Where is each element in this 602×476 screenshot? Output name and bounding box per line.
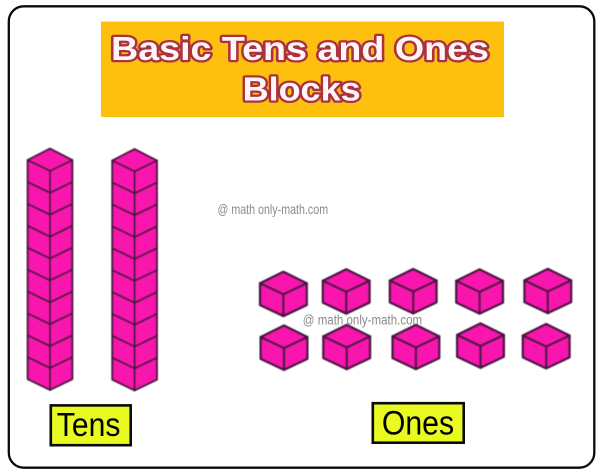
svg-text:Blocks: Blocks [243,72,361,109]
svg-text:@ math only-math.com: @ math only-math.com [218,201,329,217]
svg-text:Basic Tens and Ones: Basic Tens and Ones [111,31,489,68]
svg-text:Tens: Tens [57,406,121,443]
svg-text:Ones: Ones [382,404,454,442]
svg-text:@ math only-math.com: @ math only-math.com [303,313,422,328]
